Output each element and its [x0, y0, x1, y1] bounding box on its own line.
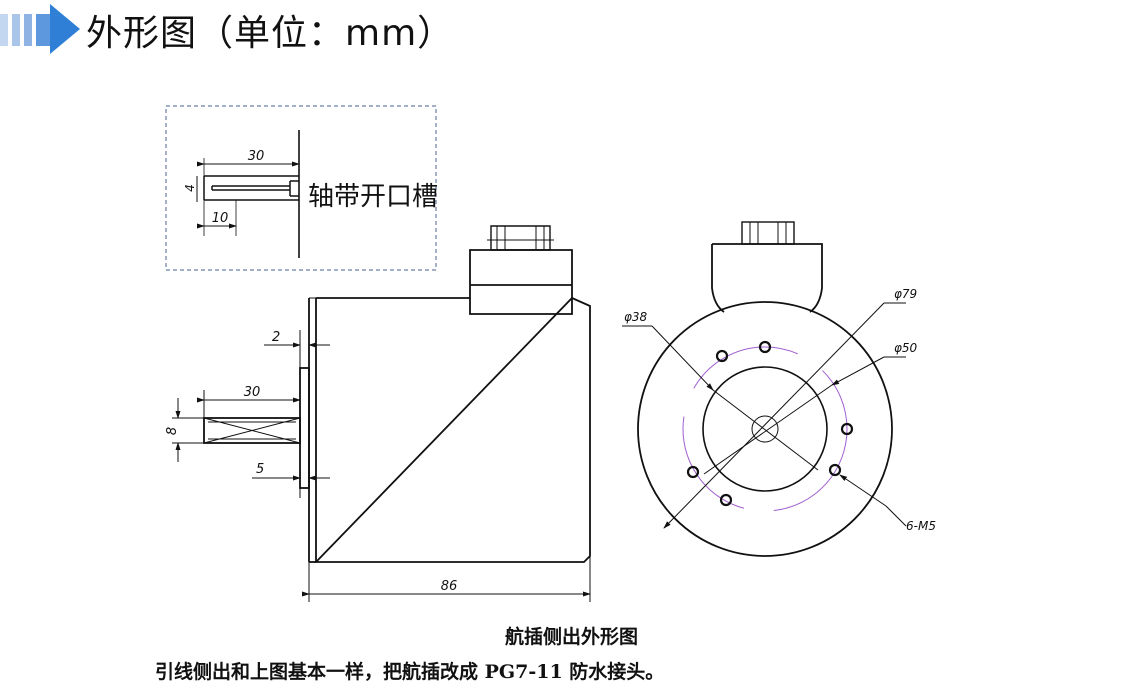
dim-2-label: 2: [272, 330, 280, 345]
motor-body: [313, 296, 591, 563]
inset-dim-10-label: 10: [212, 211, 229, 226]
connector-nut: [490, 225, 551, 251]
figure-caption-text: 航插侧出外形图: [504, 626, 638, 648]
front-view: [622, 221, 907, 557]
slot-label: 轴带开口槽: [308, 182, 439, 212]
slot-detail-inset: [165, 105, 437, 271]
dim-8-label: 8: [165, 427, 180, 435]
figure-caption: 航插侧出外形图: [0, 622, 1137, 649]
outer-circle: [637, 301, 893, 557]
page-header: 外形图（单位：mm）: [0, 0, 520, 54]
inset-frame: [165, 105, 437, 271]
inset-shaft: [203, 175, 299, 201]
center-circle: [751, 415, 779, 443]
header-bar-2: [12, 14, 20, 46]
header-bar-4: [36, 14, 50, 46]
dim-d50-label: φ50: [894, 341, 918, 355]
pcd-circle: [682, 346, 848, 512]
footnote: 引线侧出和上图基本一样，把航插改成 PG7-11 防水接头。: [155, 661, 665, 683]
dim-5-label: 5: [256, 462, 264, 477]
connector-body: [469, 249, 573, 315]
page-title: 外形图（单位：mm）: [86, 13, 455, 54]
mounting-holes: [686, 340, 854, 507]
arrow-icon: [50, 4, 80, 54]
dim-d38-label: φ38: [624, 310, 648, 324]
dim-d79-label: φ79: [894, 287, 917, 301]
inset-dim-30-label: 30: [248, 149, 265, 164]
inset-dim-4-label: 4: [183, 184, 197, 192]
side-view: [203, 225, 591, 563]
header-bar-3: [24, 14, 32, 46]
inner-circle: [702, 366, 828, 492]
dim-30-label: 30: [244, 385, 261, 400]
header-bar-1: [0, 14, 8, 46]
dim-86-label: 86: [441, 579, 458, 594]
dim-holes-label: 6-M5: [906, 519, 936, 533]
